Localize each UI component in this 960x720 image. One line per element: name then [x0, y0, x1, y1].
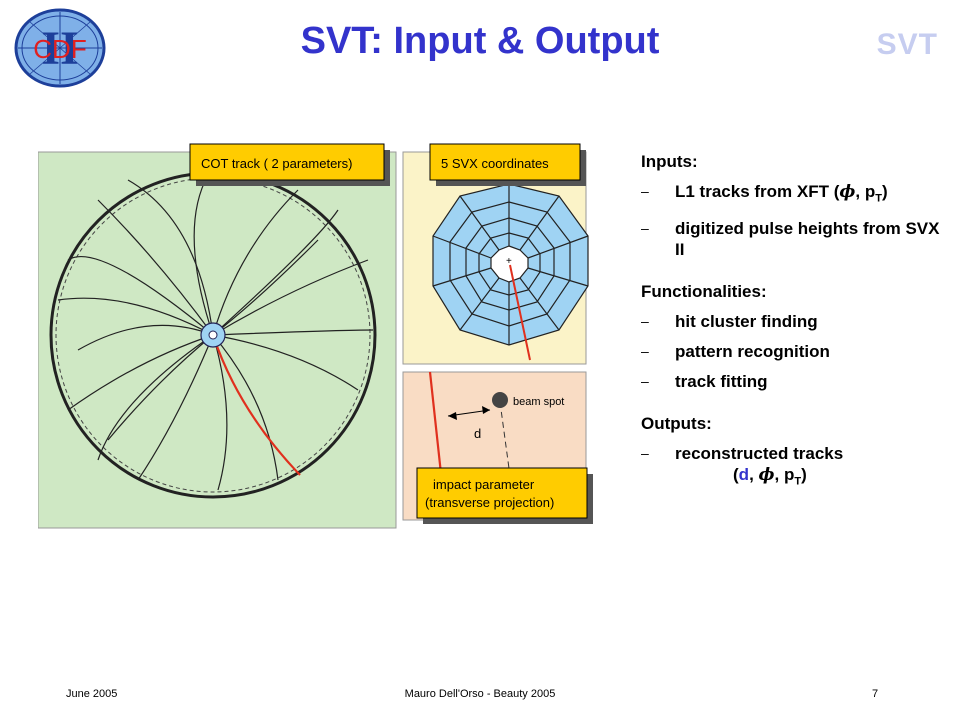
output-item-1: –reconstructed tracks (d, ϕ, pT) [641, 444, 844, 488]
cot-tracks [57, 174, 374, 491]
func-item-2: –pattern recognition [641, 342, 830, 362]
bullet-dash: – [641, 445, 649, 462]
svg-text:+: + [506, 256, 512, 267]
functionalities-header: Functionalities: [641, 282, 767, 302]
func-item-1: –hit cluster finding [641, 312, 818, 332]
impact-label-box [416, 467, 588, 519]
input-item-2: –digitized pulse heights from SVX II [641, 219, 940, 260]
content-list: Inputs: –L1 tracks from XFT (ϕ, pT) –dig… [641, 152, 941, 493]
header-tag: SVT [876, 28, 938, 61]
svx-track [509, 264, 531, 361]
beam-spot [492, 392, 508, 408]
bullet-dash: – [641, 343, 649, 360]
cot-label-box [189, 143, 385, 181]
inputs-header: Inputs: [641, 152, 698, 171]
bullet-dash: – [641, 183, 649, 199]
highlighted-track [211, 334, 301, 476]
page-number: 7 [872, 688, 879, 700]
impact-label-line2: (transverse projection) [425, 495, 554, 510]
bullet-dash: – [641, 313, 649, 330]
logo-numeral: II [41, 22, 78, 75]
svx-label-box [429, 143, 581, 181]
bullet-dash: – [641, 373, 649, 390]
svt-figure: COT track ( 2 parameters) + 5 SVX coordi… [38, 143, 593, 529]
footer-date: June 2005 [66, 688, 118, 700]
impact-label-line1: impact parameter [433, 477, 535, 492]
d-label: d [474, 426, 481, 441]
beam-spot-label: beam spot [513, 396, 564, 408]
input-item-1: –L1 tracks from XFT (ϕ, pT) [641, 182, 888, 205]
logo-text: CDF [33, 34, 86, 64]
func-item-3: –track fitting [641, 372, 768, 392]
svx-detector [432, 183, 589, 346]
slide-title: SVT: Input & Output [300, 20, 660, 62]
footer-author: Mauro Dell'Orso - Beauty 2005 [404, 688, 556, 700]
cdf-logo: II CDF [14, 8, 106, 88]
outputs-header: Outputs: [641, 414, 712, 434]
svx-label: 5 SVX coordinates [441, 156, 549, 171]
cot-label: COT track ( 2 parameters) [201, 156, 352, 171]
bullet-dash: – [641, 220, 649, 237]
